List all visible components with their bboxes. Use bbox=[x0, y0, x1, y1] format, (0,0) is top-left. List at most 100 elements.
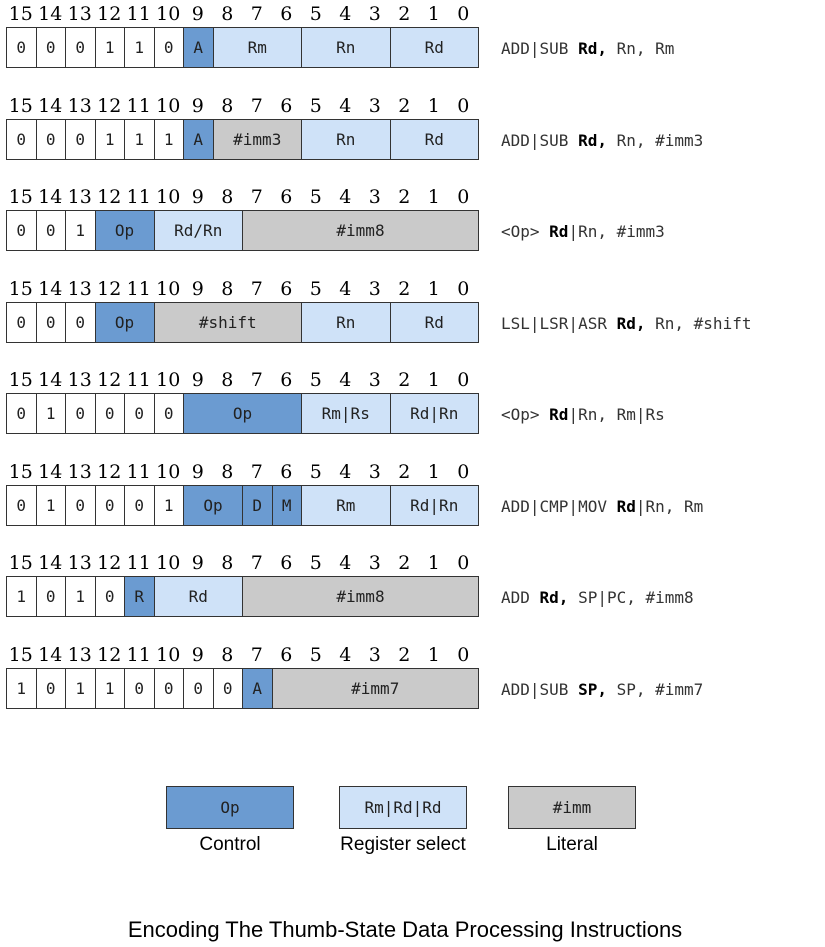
assembly-syntax: ADD|SUB SP, SP, #imm7 bbox=[501, 680, 703, 699]
assembly-syntax: <Op> Rd|Rn, Rm|Rs bbox=[501, 405, 665, 424]
bit-number: 4 bbox=[339, 643, 352, 666]
register-field: Rn bbox=[301, 27, 391, 68]
bit-number: 12 bbox=[97, 369, 122, 391]
bit-number: 8 bbox=[221, 460, 234, 483]
bit-number: 15 bbox=[8, 277, 33, 300]
literal-field: #imm8 bbox=[242, 210, 479, 251]
bit-number: 15 bbox=[8, 460, 33, 483]
bit-number: 5 bbox=[309, 460, 322, 483]
control-field: M bbox=[271, 484, 302, 526]
bit-number: 10 bbox=[156, 369, 181, 391]
fixed-bit: 1 bbox=[35, 484, 66, 526]
bit-number: 13 bbox=[67, 94, 92, 117]
bit-number: 12 bbox=[97, 3, 122, 25]
fixed-bit: 1 bbox=[65, 667, 96, 709]
asm-operand-bold: Rd bbox=[578, 130, 598, 150]
bit-number: 3 bbox=[368, 643, 381, 666]
fixed-bit: 0 bbox=[94, 484, 125, 526]
bit-number: 7 bbox=[250, 186, 263, 208]
asm-text: ADD|SUB bbox=[501, 679, 579, 699]
bit-number: 5 bbox=[309, 94, 322, 117]
control-field: A bbox=[183, 118, 214, 160]
asm-operand-bold: Rd bbox=[549, 222, 569, 241]
bit-number: 7 bbox=[250, 369, 263, 391]
register-field: Rn bbox=[301, 118, 391, 160]
bit-number: 10 bbox=[156, 460, 181, 483]
bit-number: 8 bbox=[221, 186, 234, 208]
bit-number: 2 bbox=[398, 369, 411, 391]
asm-operand-bold: , bbox=[597, 39, 607, 58]
register-field: Rd bbox=[389, 301, 479, 343]
bit-number: 8 bbox=[221, 369, 234, 391]
legend-register-label: Register select bbox=[340, 834, 466, 855]
register-field: Rn bbox=[301, 301, 391, 343]
bit-number: 15 bbox=[8, 94, 33, 117]
bit-number: 11 bbox=[126, 643, 151, 666]
bit-number: 3 bbox=[368, 460, 381, 483]
fixed-bit: 0 bbox=[183, 667, 214, 709]
fixed-bit: 1 bbox=[94, 667, 125, 709]
bit-number: 0 bbox=[457, 552, 470, 574]
bit-number: 0 bbox=[457, 186, 470, 208]
asm-operand-bold: , bbox=[558, 588, 569, 607]
asm-operand-bold: , bbox=[635, 313, 646, 333]
asm-text: ADD|SUB bbox=[501, 39, 579, 58]
bit-number: 6 bbox=[280, 643, 293, 666]
bit-number: 11 bbox=[126, 369, 151, 391]
bit-number: 11 bbox=[126, 552, 151, 574]
bit-number: 3 bbox=[368, 369, 381, 391]
bit-number: 9 bbox=[191, 94, 204, 117]
fixed-bit: 0 bbox=[65, 393, 96, 434]
assembly-syntax: ADD|CMP|MOV Rd|Rn, Rm bbox=[501, 497, 703, 516]
bit-number: 2 bbox=[398, 552, 411, 574]
bit-number: 6 bbox=[280, 460, 293, 483]
bit-number: 2 bbox=[398, 277, 411, 300]
bit-number: 8 bbox=[221, 94, 234, 117]
asm-text: Rn, #imm3 bbox=[606, 130, 704, 150]
bit-number: 8 bbox=[221, 552, 234, 574]
control-field: D bbox=[242, 484, 273, 526]
fixed-bit: 1 bbox=[65, 210, 96, 251]
fixed-bit: 1 bbox=[153, 484, 184, 526]
assembly-syntax: ADD Rd, SP|PC, #imm8 bbox=[501, 588, 694, 607]
register-field: Rd bbox=[389, 27, 479, 68]
fixed-bit: 0 bbox=[6, 210, 37, 251]
bit-number: 4 bbox=[339, 552, 352, 574]
bit-number: 5 bbox=[309, 369, 322, 391]
bit-number: 6 bbox=[280, 277, 293, 300]
bit-number: 1 bbox=[427, 186, 440, 208]
fixed-bit: 0 bbox=[6, 27, 37, 68]
bit-number: 8 bbox=[221, 643, 234, 666]
literal-field: #imm3 bbox=[212, 118, 302, 160]
fixed-bit: 1 bbox=[124, 118, 155, 160]
fixed-bit: 0 bbox=[35, 210, 66, 251]
bit-number: 3 bbox=[368, 277, 381, 300]
bit-number: 7 bbox=[250, 552, 263, 574]
fixed-bit: 0 bbox=[94, 576, 125, 617]
bit-number: 12 bbox=[97, 94, 122, 117]
assembly-syntax: LSL|LSR|ASR Rd, Rn, #shift bbox=[501, 314, 751, 333]
bit-number: 13 bbox=[67, 277, 92, 300]
fixed-bit: 0 bbox=[153, 667, 184, 709]
control-field: Op bbox=[183, 393, 302, 434]
control-field: A bbox=[183, 27, 214, 68]
bit-number: 12 bbox=[97, 643, 122, 666]
register-field: Rd bbox=[389, 118, 479, 160]
bit-number: 7 bbox=[250, 277, 263, 300]
bit-number: 12 bbox=[97, 552, 122, 574]
bit-number: 6 bbox=[280, 94, 293, 117]
fixed-bit: 0 bbox=[6, 301, 37, 343]
bit-number: 3 bbox=[368, 3, 381, 25]
bit-number: 12 bbox=[97, 277, 122, 300]
